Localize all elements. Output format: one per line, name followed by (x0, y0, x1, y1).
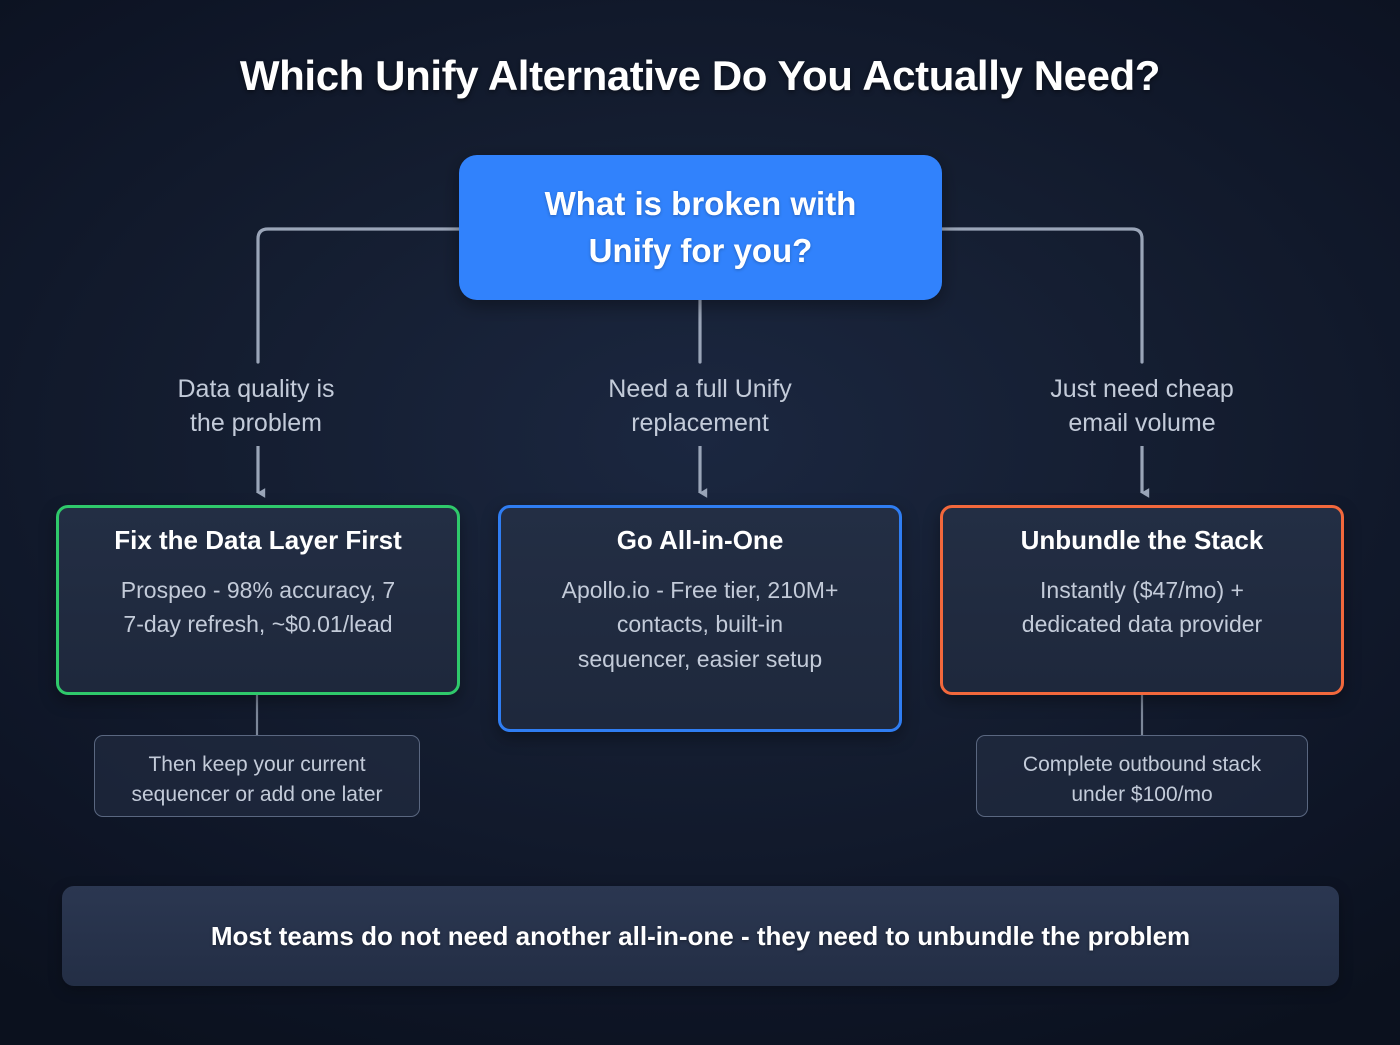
root-decision-node[interactable]: What is broken with Unify for you? (459, 155, 942, 300)
option-card-go-all-in-one[interactable]: Go All-in-One Apollo.io - Free tier, 210… (498, 505, 902, 732)
branch-label-full-replacement: Need a full Unify replacement (560, 372, 840, 441)
branch-label-data-quality: Data quality is the problem (116, 372, 396, 441)
branch-label-line-2: email volume (1068, 409, 1216, 438)
page-title: Which Unify Alternative Do You Actually … (239, 52, 1161, 99)
option-card-description: Instantly ($47/mo) + dedicated data prov… (961, 573, 1323, 642)
root-node-line-2: Unify for you? (588, 231, 813, 269)
root-node-line-1: What is broken with (544, 184, 857, 222)
option-card-description: Prospeo - 98% accuracy, 7 7-day refresh,… (77, 573, 439, 642)
branch-label-line-2: the problem (189, 409, 323, 438)
root-node-text: What is broken with Unify for you? (545, 181, 857, 275)
branch-label-cheap-email: Just need cheap email volume (1002, 372, 1282, 441)
sub-note-line-1: Complete outbound stack (1022, 753, 1262, 776)
option-card-title: Unbundle the Stack (1020, 525, 1264, 555)
option-card-desc-line-2: dedicated data provider (1021, 611, 1263, 637)
branch-label-line-1: Just need cheap (1050, 375, 1234, 403)
branch-label-line-1: Data quality is (177, 375, 335, 403)
option-card-title: Go All-in-One (616, 525, 784, 555)
option-card-title: Fix the Data Layer First (114, 525, 402, 555)
option-card-unbundle-the-stack[interactable]: Unbundle the Stack Instantly ($47/mo) + … (940, 505, 1344, 695)
sub-note-line-1: Then keep your current (148, 753, 366, 776)
bottom-takeaway-banner: Most teams do not need another all-in-on… (62, 886, 1339, 986)
sub-note-outbound-stack-cost: Complete outbound stack under $100/mo (976, 735, 1308, 817)
option-card-desc-line-1: Prospeo - 98% accuracy, 7 (120, 576, 396, 603)
option-card-desc-line-1: Instantly ($47/mo) + (1040, 576, 1244, 603)
option-card-desc-line-1: Apollo.io - Free tier, 210M+ (561, 576, 839, 603)
option-card-desc-line-2: contacts, built-in (616, 611, 784, 637)
sub-note-keep-sequencer: Then keep your current sequencer or add … (94, 735, 420, 817)
bottom-banner-text: Most teams do not need another all-in-on… (210, 920, 1191, 951)
sub-note-line-2: sequencer or add one later (131, 782, 383, 806)
branch-label-line-2: replacement (631, 409, 769, 438)
connector-left-elbow (256, 227, 461, 364)
branch-label-line-1: Need a full Unify (608, 375, 792, 403)
option-card-fix-data-layer[interactable]: Fix the Data Layer First Prospeo - 98% a… (56, 505, 460, 695)
sub-note-line-2: under $100/mo (1071, 782, 1213, 806)
option-card-desc-line-2: 7-day refresh, ~$0.01/lead (123, 611, 393, 637)
option-card-desc-line-3: sequencer, easier setup (577, 645, 823, 672)
connector-right-elbow (940, 227, 1144, 364)
option-card-description: Apollo.io - Free tier, 210M+ contacts, b… (519, 573, 881, 677)
